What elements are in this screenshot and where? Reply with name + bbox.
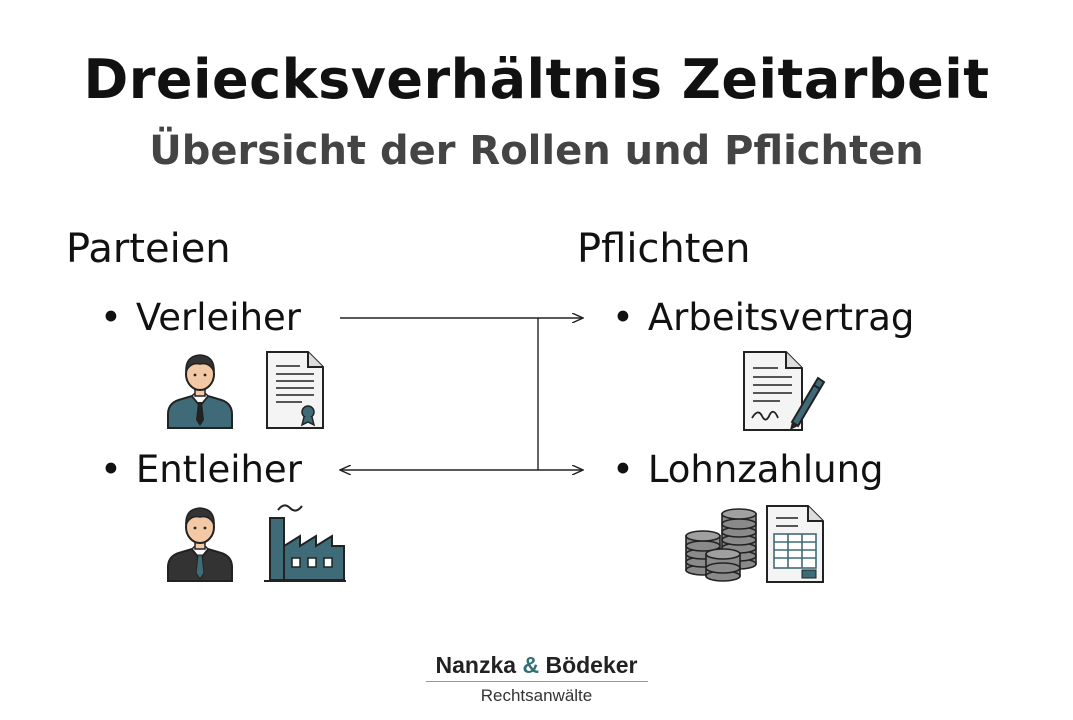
duties-heading: Pflichten: [577, 226, 751, 272]
bullet: •: [100, 448, 122, 491]
factory-icon: [264, 504, 346, 582]
footer-brand-right: Bödeker: [545, 652, 638, 678]
page-subtitle: Übersicht der Rollen und Pflichten: [149, 128, 924, 174]
businessman-icon: [167, 507, 233, 582]
party-verleiher: • Verleiher: [100, 296, 301, 339]
footer-divider: [426, 681, 648, 682]
bullet: •: [612, 296, 634, 339]
footer-brand: Nanzka & Bödeker: [0, 652, 1073, 679]
party-entleiher-label: Entleiher: [135, 448, 302, 491]
signed-contract-icon: [743, 351, 826, 431]
bullet: •: [100, 296, 122, 339]
footer-brand-amp: &: [522, 652, 540, 678]
party-verleiher-label: Verleiher: [135, 296, 301, 339]
footer-subtitle: Rechtsanwälte: [480, 686, 593, 705]
payslip-icon: [766, 505, 824, 583]
businessman-icon: [167, 354, 233, 429]
parties-heading: Parteien: [66, 226, 231, 272]
duty-arbeitsvertrag: • Arbeitsvertrag: [612, 296, 914, 339]
footer-brand-left: Nanzka: [435, 652, 517, 678]
duty-arbeitsvertrag-label: Arbeitsvertrag: [647, 296, 915, 339]
bullet: •: [612, 448, 634, 491]
certificate-document-icon: [266, 351, 324, 429]
duty-lohnzahlung-label: Lohnzahlung: [647, 448, 884, 491]
duty-lohnzahlung: • Lohnzahlung: [612, 448, 884, 491]
page-title: Dreiecksverhältnis Zeitarbeit: [83, 48, 990, 111]
coin-stacks-icon: [685, 508, 757, 582]
party-entleiher: • Entleiher: [100, 448, 302, 491]
